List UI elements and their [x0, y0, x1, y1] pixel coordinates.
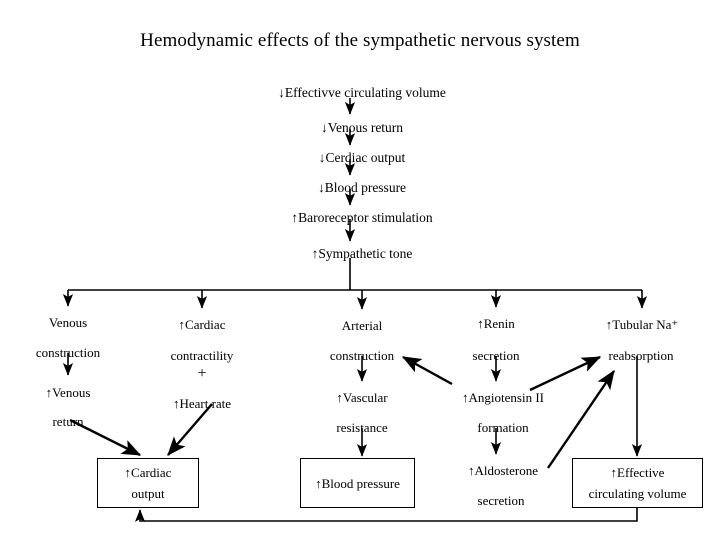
node-arterial: Arterial	[341, 318, 383, 333]
box-effective-circulating-volume-line1: ↑Effective	[610, 465, 665, 480]
box-effective-circulating-volume: ↑Effective circulating volume	[572, 458, 703, 508]
box-cardiac-output-line1: ↑Cardiac	[124, 465, 172, 480]
feedback-loop-path	[134, 508, 638, 522]
node-venous-return: ↑Venous	[45, 385, 91, 400]
box-effective-circulating-volume-line2: circulating volume	[588, 486, 687, 501]
chain-node-effective-circulating-volume: ↓Effectivve circulating volume	[278, 85, 446, 100]
arrow-angiotensin-to-arterial	[401, 355, 453, 386]
arrow-aldosterone-to-reabsorption	[547, 370, 615, 469]
plus-operator: +	[197, 365, 207, 382]
node-aldosterone: ↑Aldosterone	[467, 463, 539, 478]
node-arterial-construction: construction	[329, 348, 395, 363]
chain-node-blood-pressure: ↓Blood pressure	[317, 180, 407, 195]
node-angiotensin-formation: formation	[477, 420, 529, 435]
node-venous: Venous	[48, 315, 88, 330]
node-tubular-sodium: ↑Tubular Na⁺	[605, 317, 679, 332]
node-heart-rate: ↑Heart rate	[172, 396, 232, 411]
box-blood-pressure: ↑Blood pressure	[300, 458, 415, 508]
chain-node-cardiac-output: ↓Cerdiac output	[318, 150, 406, 165]
node-venous-return-line2: return	[52, 414, 84, 429]
node-cardiac-contractility: contractility	[170, 348, 234, 363]
box-blood-pressure-line1: ↑Blood pressure	[315, 475, 400, 491]
page-title: Hemodynamic effects of the sympathetic n…	[140, 30, 580, 51]
node-renin-secretion: secretion	[472, 348, 520, 363]
node-renin: ↑Renin	[477, 316, 515, 331]
box-cardiac-output-line2: output	[131, 486, 165, 501]
node-tubular-reabsorption: reabsorption	[608, 348, 674, 363]
arrow-angiotensin-to-reabsorption	[529, 355, 602, 392]
node-venous-construction: construction	[35, 345, 101, 360]
chain-node-baroreceptor-stimulation: ↑Baroreceptor stimulation	[291, 210, 433, 225]
arrow-heart-rate-to-cardiac-box	[167, 403, 213, 456]
node-vascular-resistance: resistance	[336, 420, 388, 435]
node-vascular: ↑Vascular	[336, 390, 388, 405]
chain-node-venous-return: ↓Venous return	[320, 120, 404, 135]
node-cardiac: ↑Cardiac	[178, 317, 226, 332]
node-angiotensin-ii: ↑Angiotensin II	[462, 390, 544, 405]
chain-node-sympathetic-tone: ↑Sympathetic tone	[311, 246, 413, 261]
box-cardiac-output: ↑Cardiac output	[97, 458, 199, 508]
node-aldosterone-secretion: secretion	[477, 493, 525, 508]
